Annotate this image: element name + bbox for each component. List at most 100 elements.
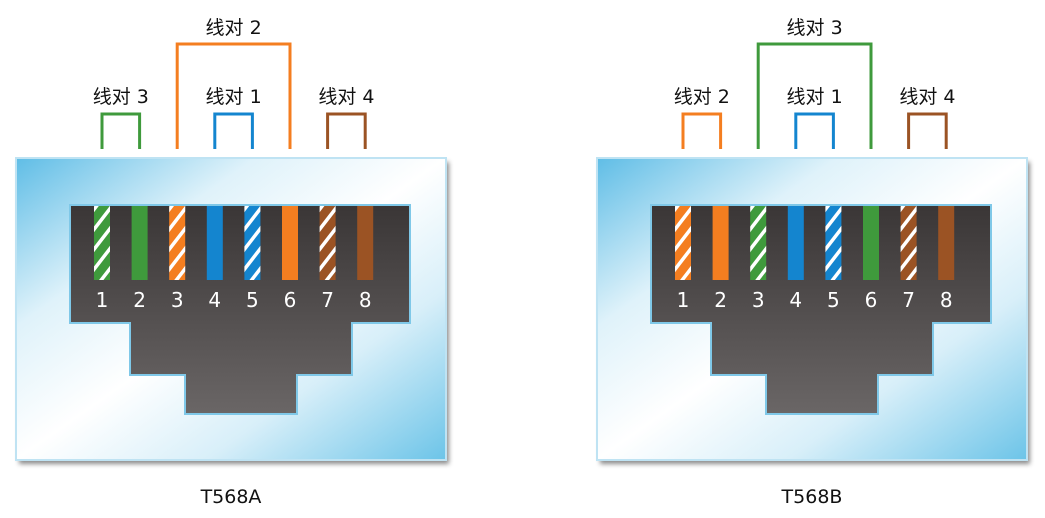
pin-stripe [94,206,110,233]
pin-body [357,206,374,280]
pin-stripe [675,206,680,213]
pin-stripes [900,206,917,280]
pin-3-orange-striped [169,206,186,280]
pin-stripe [675,206,691,233]
pin-stripe [169,245,186,273]
pair-label: 线对 1 [786,86,843,108]
pin-stripe [825,245,842,273]
jack-frame-border [596,157,1028,461]
standard-label: T568A [200,486,262,508]
pin-stripe [169,206,186,233]
pin-1-green-striped [94,206,110,280]
pin-body [863,206,879,280]
pair-bracket-green [756,42,873,149]
pin-stripe [169,206,175,213]
pair-label: 线对 4 [318,86,375,108]
pin-stripe [244,206,250,213]
pin-body [712,206,729,280]
pin-stripes [675,206,691,280]
pin-stripe [750,206,767,233]
pin-stripes [244,206,261,280]
pair-label: 线对 1 [205,86,262,108]
pin-8-brown-solid [357,206,374,280]
pin-stripes [750,206,767,280]
pin-stripe [750,245,767,273]
pin-stripe [319,206,336,233]
pin-7-brown-striped [900,206,917,280]
pin-2-green-solid [131,206,148,280]
pin-5-blue-striped [244,206,261,280]
pair-bracket-brown [326,112,367,149]
pin-2-orange-solid [712,206,729,280]
pin-stripe [900,245,917,273]
pin-stripe [680,265,691,280]
pin-stripe [324,265,336,280]
pair-label: 线对 2 [673,86,730,108]
pair-label: 线对 3 [786,17,843,39]
pin-stripe [830,265,842,280]
pin-stripe [94,245,110,273]
pin-body [938,206,955,280]
pin-number: 8 [939,288,953,312]
pin-body [282,206,298,280]
pair-label: 线对 4 [899,86,956,108]
pin-number: 4 [789,288,803,312]
pair-bracket-orange [681,112,723,149]
pair-label: 线对 2 [205,17,262,39]
pin-body [787,206,804,280]
pin-number: 5 [827,288,840,312]
pin-stripe [900,206,917,233]
pin-number: 2 [133,288,146,312]
pair-bracket-blue [794,112,835,149]
pin-stripe [94,225,110,253]
pin-number: 8 [358,288,372,312]
pin-stripe [319,245,336,273]
pin-stripe [825,225,842,253]
pair-bracket-orange [175,42,292,149]
pair-bracket-green [100,112,142,149]
pin-number: 7 [902,288,915,312]
pin-stripe [675,225,691,253]
pin-stripe [244,225,261,253]
pair-bracket-brown [907,112,948,149]
pin-stripes [94,206,110,280]
pin-stripes [319,206,336,280]
pin-number: 4 [208,288,222,312]
pin-7-brown-striped [319,206,336,280]
pin-stripe [905,265,917,280]
pin-stripe [319,225,336,253]
pin-stripe [750,206,756,213]
pin-stripes [169,206,186,280]
pair-label: 线对 3 [92,86,149,108]
pin-stripe [825,206,842,233]
pin-4-blue-solid [206,206,223,280]
pin-number: 7 [321,288,334,312]
pin-number: 6 [283,288,297,312]
pin-stripe [244,206,261,233]
pin-stripe [825,206,831,213]
pin-number: 3 [751,288,765,312]
connector-t568b [596,42,1028,461]
pin-stripes [825,206,842,280]
pin-3-green-striped [750,206,767,280]
pin-stripe [249,265,261,280]
pin-stripe [174,265,186,280]
jack-frame-border [15,157,447,461]
pin-1-orange-striped [675,206,691,280]
pin-stripe [900,225,917,253]
pin-6-orange-solid [282,206,298,280]
pin-6-green-solid [863,206,879,280]
pin-stripe [675,245,691,273]
pin-body [131,206,148,280]
pin-stripe [319,206,325,213]
pin-5-blue-striped [825,206,842,280]
pin-stripe [94,206,99,213]
pin-number: 1 [676,288,690,312]
pin-stripe [99,265,110,280]
pin-body [206,206,223,280]
pin-number: 1 [95,288,109,312]
pin-stripe [755,265,767,280]
pin-number: 3 [170,288,184,312]
pin-stripe [244,245,261,273]
